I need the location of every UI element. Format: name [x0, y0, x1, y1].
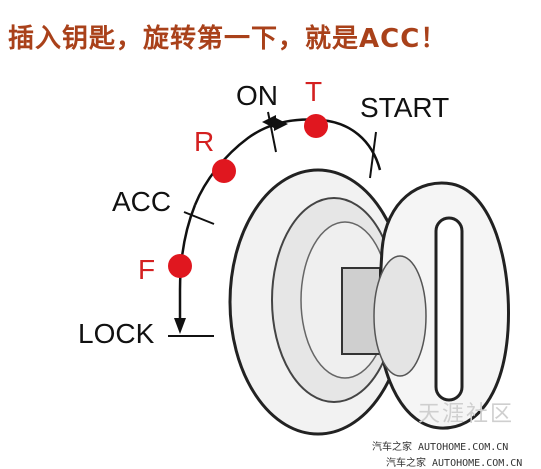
tick-acc: [183, 211, 215, 225]
rotation-arc-lower: [178, 204, 197, 325]
label-f: F: [138, 254, 156, 285]
label-on: ON: [236, 80, 278, 111]
label-acc: ACC: [112, 186, 172, 217]
arrow-head-lock: [174, 318, 186, 334]
label-t: T: [305, 76, 323, 107]
label-lock: LOCK: [78, 318, 155, 349]
watermark-line-2: 汽车之家 AUTOHOME.COM.CN: [386, 458, 523, 469]
marker-r: [212, 159, 236, 183]
watermark-line-1: 汽车之家 AUTOHOME.COM.CN: [372, 442, 509, 453]
key-head-slot: [434, 216, 464, 402]
label-start: START: [360, 92, 450, 123]
watermark-site: 天涯社区: [418, 402, 515, 427]
label-r: R: [194, 126, 215, 157]
page-title: 插入钥匙，旋转第一下，就是ACC！: [8, 24, 448, 54]
marker-f: [168, 254, 192, 278]
tick-on: [267, 111, 277, 153]
marker-t: [304, 114, 328, 138]
key-head-bore: [373, 255, 427, 377]
arrow-head-on-right: [274, 117, 288, 131]
tick-start: [369, 131, 377, 179]
